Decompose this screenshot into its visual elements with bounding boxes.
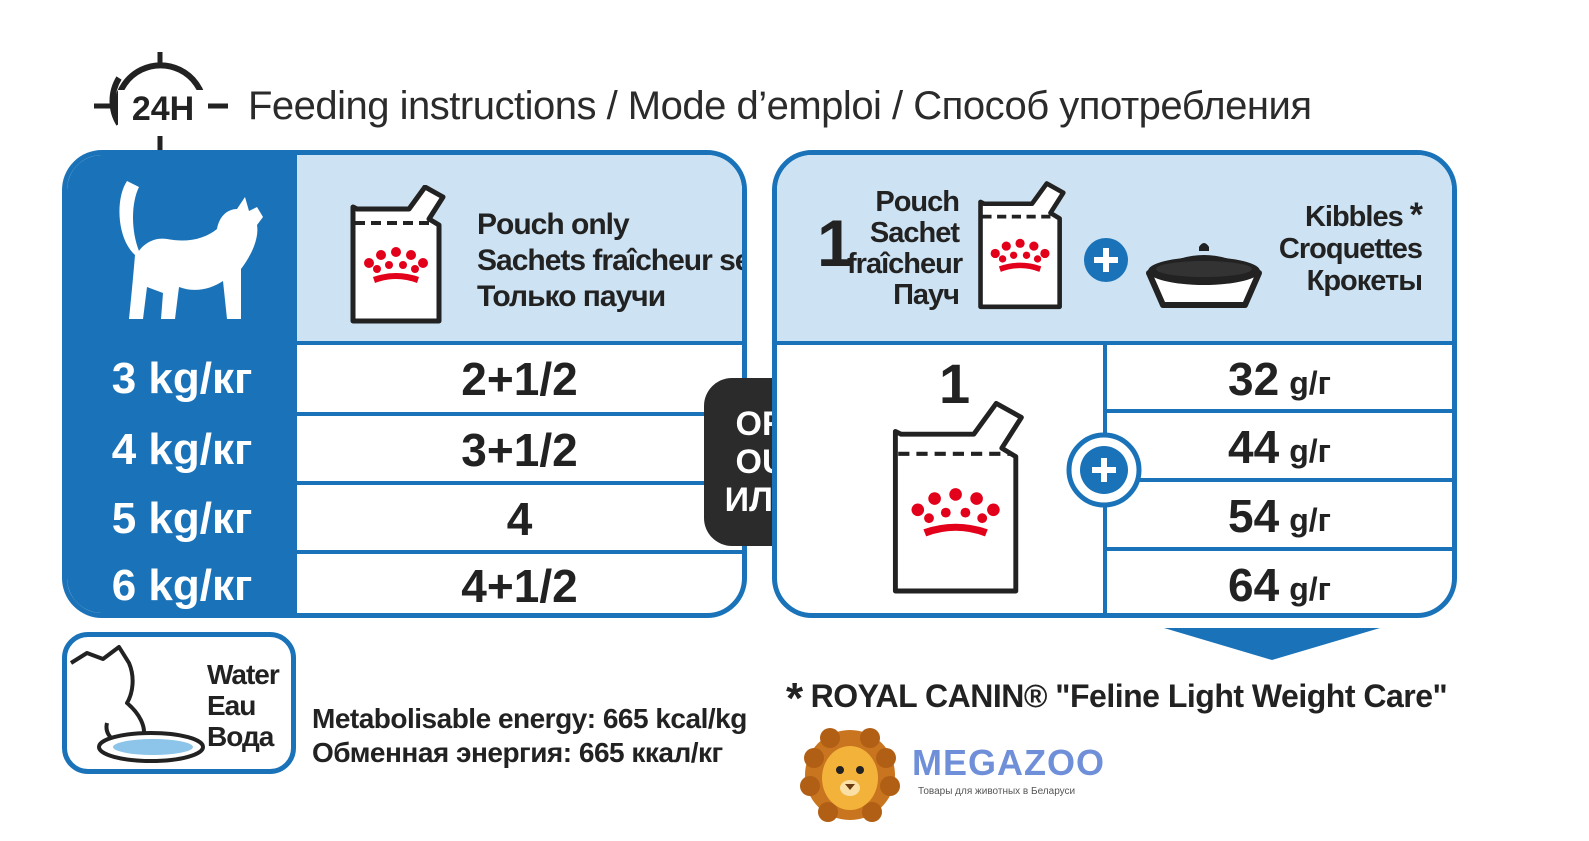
grams-unit: g/г bbox=[1289, 364, 1331, 401]
pouch-count-cell: 4+1/2 bbox=[461, 560, 578, 612]
pouch-label: Pouch Sachet fraîcheur Пауч bbox=[847, 186, 963, 311]
grams-value: 54 bbox=[1228, 490, 1280, 542]
energy-info: Metabolisable energy: 665 kcal/kg Обменн… bbox=[312, 702, 747, 770]
footnote-text: ROYAL CANIN® "Feline Light Weight Care" bbox=[810, 678, 1448, 714]
pouch-icon bbox=[975, 181, 1067, 318]
row-divider bbox=[67, 412, 742, 416]
mixed-feeding-table: 1 Pouch Sachet fraîcheur Пауч bbox=[772, 150, 1457, 618]
table-row: 3 kg/кг 2+1/2 bbox=[67, 345, 742, 413]
grams-unit: g/г bbox=[1289, 501, 1331, 538]
water-line: Water bbox=[207, 659, 280, 690]
grams-value: 32 bbox=[1228, 353, 1280, 405]
row-divider bbox=[1107, 547, 1452, 551]
clock-label: 24H bbox=[118, 90, 208, 128]
water-label: Water Eau Вода bbox=[207, 659, 280, 752]
grams-unit: g/г bbox=[1289, 570, 1331, 607]
row-divider bbox=[1107, 409, 1452, 413]
pouch-count-cell: 2+1/2 bbox=[461, 353, 578, 405]
kibbles-line: Крокеты bbox=[1306, 265, 1423, 297]
grams-value: 64 bbox=[1228, 559, 1280, 611]
pouch-label-line: Sachet bbox=[869, 217, 960, 249]
row-divider bbox=[777, 341, 1452, 345]
row-divider bbox=[67, 481, 742, 485]
table-row: 6 kg/кг 4+1/2 bbox=[67, 552, 742, 613]
pouch-count-cell: 3+1/2 bbox=[461, 424, 578, 476]
pouch-label-line: Pouch bbox=[875, 186, 960, 218]
pouch-only-table: Pouch only Sachets fraîcheur seuls Тольк… bbox=[62, 150, 747, 618]
pouch-big-icon bbox=[887, 395, 1027, 610]
page-title: Feeding instructions / Mode d’emploi / С… bbox=[248, 84, 1312, 128]
pouch-only-line: Только паучи bbox=[477, 280, 666, 313]
weight-cell: 4 kg/кг bbox=[111, 425, 253, 474]
brand-logo: MEGAZOO bbox=[912, 742, 1105, 783]
brand-tagline: Товары для животных в Беларуси bbox=[918, 786, 1076, 797]
down-arrow-icon bbox=[1164, 628, 1380, 667]
cat-drinking-icon bbox=[69, 643, 209, 776]
pouch-count-cell: 4 bbox=[506, 493, 533, 545]
row-divider bbox=[1107, 478, 1452, 482]
bowl-icon bbox=[1139, 239, 1269, 316]
weight-cell: 6 kg/кг bbox=[111, 561, 253, 610]
plus-icon bbox=[1083, 237, 1129, 288]
pouch-count: 1 bbox=[817, 206, 854, 280]
water-line: Eau bbox=[207, 690, 256, 721]
pouch-icon bbox=[347, 184, 447, 332]
plus-circle-icon bbox=[1066, 432, 1142, 513]
pouch-label-line: fraîcheur bbox=[847, 248, 963, 280]
row-divider bbox=[67, 341, 742, 345]
water-box: Water Eau Вода bbox=[62, 632, 296, 774]
energy-line-en: Metabolisable energy: 665 kcal/kg bbox=[312, 703, 747, 734]
24h-clock-icon: 24H bbox=[92, 44, 230, 152]
cat-icon bbox=[107, 169, 267, 334]
lion-logo-icon bbox=[800, 728, 900, 827]
weight-column bbox=[67, 155, 297, 613]
table-row: 4 kg/кг 3+1/2 bbox=[67, 416, 742, 484]
water-line: Вода bbox=[207, 721, 274, 752]
asterisk: * bbox=[786, 674, 803, 723]
grams-unit: g/г bbox=[1289, 432, 1331, 469]
kibbles-line: Kibbles bbox=[1304, 201, 1404, 233]
pouch-only-text: Pouch only Sachets fraîcheur seuls Тольк… bbox=[477, 207, 742, 315]
pouch-only-line: Sachets fraîcheur seuls bbox=[477, 244, 742, 277]
footnote: *ROYAL CANIN® "Feline Light Weight Care" bbox=[786, 674, 1448, 724]
table-row: 5 kg/кг 4 bbox=[67, 485, 742, 553]
kibbles-label: Kibbles * Croquettes Крокеты bbox=[1278, 196, 1423, 297]
weight-cell: 5 kg/кг bbox=[111, 494, 253, 543]
energy-line-ru: Обменная энергия: 665 ккал/кг bbox=[312, 737, 723, 768]
pouch-label-line: Пауч bbox=[893, 279, 960, 311]
pouch-big-count: 1 bbox=[939, 352, 971, 415]
row-divider bbox=[67, 550, 742, 554]
asterisk: * bbox=[1409, 196, 1423, 234]
weight-cell: 3 kg/кг bbox=[111, 354, 253, 403]
pouch-only-line: Pouch only bbox=[477, 208, 630, 241]
grams-value: 44 bbox=[1228, 421, 1280, 473]
kibbles-line: Croquettes bbox=[1278, 233, 1423, 265]
